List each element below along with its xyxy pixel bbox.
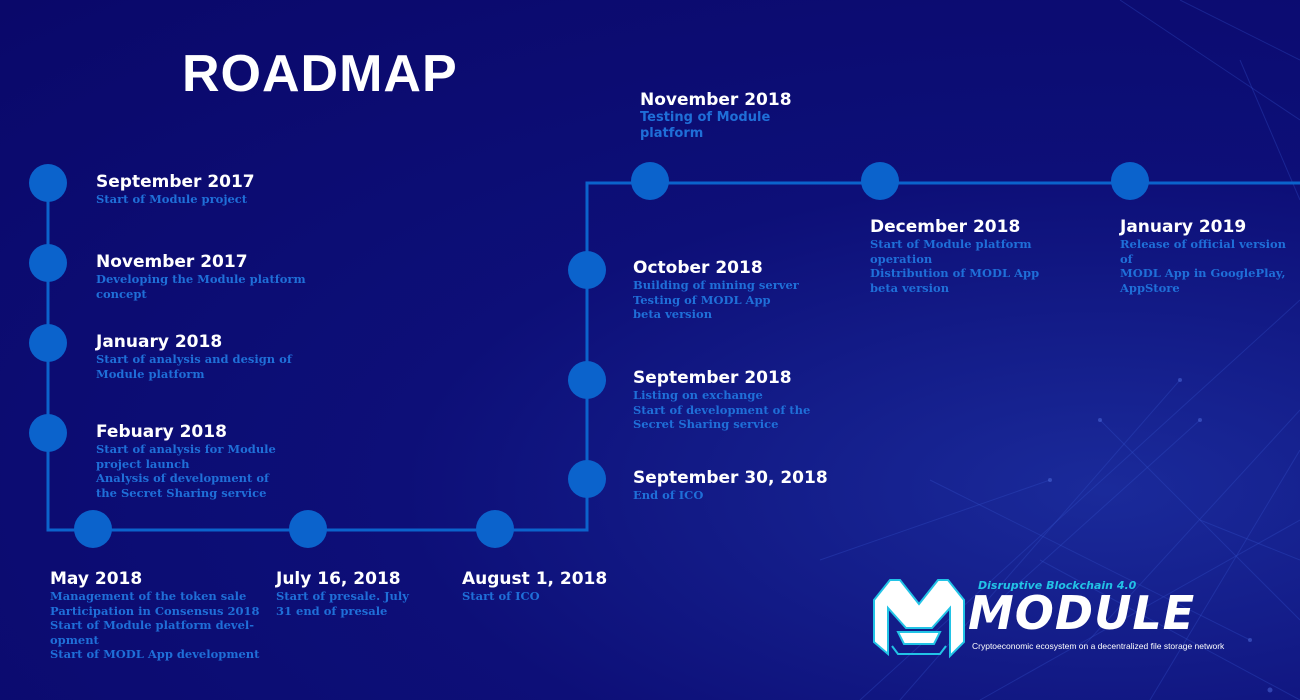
milestone-description: Start of Module platform operation Distr… — [870, 237, 1039, 295]
milestone-line: Testing of Module — [640, 110, 771, 125]
milestone-marker — [476, 510, 514, 548]
milestone-description: Testing of Module platform — [640, 110, 792, 142]
milestone-line: Start of ICO — [462, 589, 540, 603]
milestone-description: Start of analysis and design of Module p… — [96, 352, 292, 381]
milestone-marker — [631, 162, 669, 200]
milestone-item: July 16, 2018 Start of presale. July 31 … — [276, 570, 409, 618]
milestone-date: July 16, 2018 — [276, 569, 401, 589]
milestone-marker — [74, 510, 112, 548]
milestone-description: Start of analysis for Module project lau… — [96, 442, 276, 500]
milestone-line: Building of mining server — [633, 278, 799, 292]
milestone-marker — [568, 251, 606, 289]
milestone-description: End of ICO — [633, 488, 828, 503]
milestone-item: September 2017 Start of Module project — [96, 173, 255, 207]
milestone-description: Start of presale. July 31 end of presale — [276, 589, 409, 618]
milestone-line: Start of MODL App development — [50, 647, 260, 661]
page-title: ROADMAP — [182, 45, 458, 103]
milestone-item: January 2019 Release of official version… — [1120, 218, 1300, 295]
milestone-line: Secret Sharing service — [633, 417, 779, 431]
milestone-date: May 2018 — [50, 569, 143, 589]
milestone-line: Participation in Consensus 2018 — [50, 603, 260, 618]
milestone-item: Febuary 2018 Start of analysis for Modul… — [96, 423, 276, 500]
milestone-item: January 2018 Start of analysis and desig… — [96, 333, 292, 381]
milestone-marker — [29, 324, 67, 362]
milestone-item: November 2018 Testing of Module platform — [640, 91, 792, 142]
milestone-date: September 2017 — [96, 172, 255, 192]
milestone-line: Start of Module platform devel- — [50, 618, 255, 632]
logo-subtitle: Cryptoeconomic ecosystem on a decentrali… — [972, 641, 1225, 651]
milestone-line: Release of official version of — [1120, 237, 1287, 266]
milestone-line: MODL App in GooglePlay, — [1120, 266, 1286, 280]
milestone-date: January 2019 — [1120, 217, 1247, 237]
milestone-line: End of ICO — [633, 488, 704, 502]
milestone-description: Building of mining server Testing of MOD… — [633, 278, 799, 322]
milestone-date: October 2018 — [633, 258, 763, 278]
milestone-line: Start of presale. July — [276, 589, 409, 603]
logo-wordmark: MODULE — [968, 586, 1196, 640]
milestone-line: concept — [96, 286, 147, 301]
milestone-line: Start of analysis and design of — [96, 352, 292, 366]
logo-tagline: Disruptive Blockchain 4.0 — [978, 579, 1137, 592]
milestone-date: Febuary 2018 — [96, 422, 227, 442]
milestone-line: operation — [870, 251, 933, 266]
milestone-line: the Secret Sharing service — [96, 485, 267, 500]
milestone-description: Start of Module project — [96, 192, 255, 207]
milestone-line: Developing the Module platform — [96, 272, 306, 286]
milestone-line: beta version — [633, 307, 713, 321]
milestone-date: December 2018 — [870, 217, 1021, 237]
milestone-line: beta version — [870, 280, 950, 295]
milestone-line: AppStore — [1120, 280, 1180, 295]
milestone-marker — [289, 510, 327, 548]
milestone-date: September 2018 — [633, 368, 792, 388]
milestone-item: September 2018 Listing on exchange Start… — [633, 369, 810, 432]
milestone-description: Developing the Module platform concept — [96, 272, 306, 301]
milestone-item: November 2017 Developing the Module plat… — [96, 253, 306, 301]
milestone-line: Analysis of development of — [96, 471, 269, 485]
milestone-line: Start of analysis for Module — [96, 442, 276, 456]
milestone-description: Start of ICO — [462, 589, 607, 604]
milestone-item: August 1, 2018 Start of ICO — [462, 570, 607, 604]
milestone-marker — [29, 244, 67, 282]
milestone-line: opment — [50, 632, 99, 647]
milestone-marker — [861, 162, 899, 200]
milestone-date: January 2018 — [96, 332, 223, 352]
milestone-line: platform — [640, 126, 704, 141]
milestone-line: Module platform — [96, 366, 205, 381]
milestone-line: project launch — [96, 456, 190, 471]
milestone-line: Start of Module platform — [870, 237, 1032, 251]
milestone-item: December 2018 Start of Module platform o… — [870, 218, 1039, 295]
milestone-line: Start of development of the — [633, 402, 811, 417]
milestone-marker — [1111, 162, 1149, 200]
milestone-line: Distribution of MODL App — [870, 266, 1040, 280]
milestone-marker — [29, 414, 67, 452]
milestone-description: Release of official version of MODL App … — [1120, 237, 1300, 295]
milestone-line: Management of the token sale — [50, 589, 247, 603]
milestone-description: Management of the token sale Participati… — [50, 589, 260, 662]
milestone-line: Start of Module project — [96, 192, 248, 206]
milestone-line: 31 end of presale — [276, 603, 388, 618]
milestone-description: Listing on exchange Start of development… — [633, 388, 810, 432]
milestone-date: September 30, 2018 — [633, 468, 828, 488]
milestone-item: October 2018 Building of mining server T… — [633, 259, 799, 322]
module-m-icon — [873, 579, 965, 659]
milestone-date: November 2017 — [96, 252, 248, 272]
milestone-marker — [568, 361, 606, 399]
milestone-line: Testing of MODL App — [633, 292, 771, 307]
milestone-item: September 30, 2018 End of ICO — [633, 469, 828, 503]
milestone-marker — [568, 460, 606, 498]
milestone-date: November 2018 — [640, 90, 792, 110]
milestone-marker — [29, 164, 67, 202]
milestone-date: August 1, 2018 — [462, 569, 608, 589]
module-logo: Disruptive Blockchain 4.0 MODULE Cryptoe… — [870, 572, 1260, 667]
milestone-line: Listing on exchange — [633, 388, 763, 402]
milestone-item: May 2018 Management of the token sale Pa… — [50, 570, 260, 662]
